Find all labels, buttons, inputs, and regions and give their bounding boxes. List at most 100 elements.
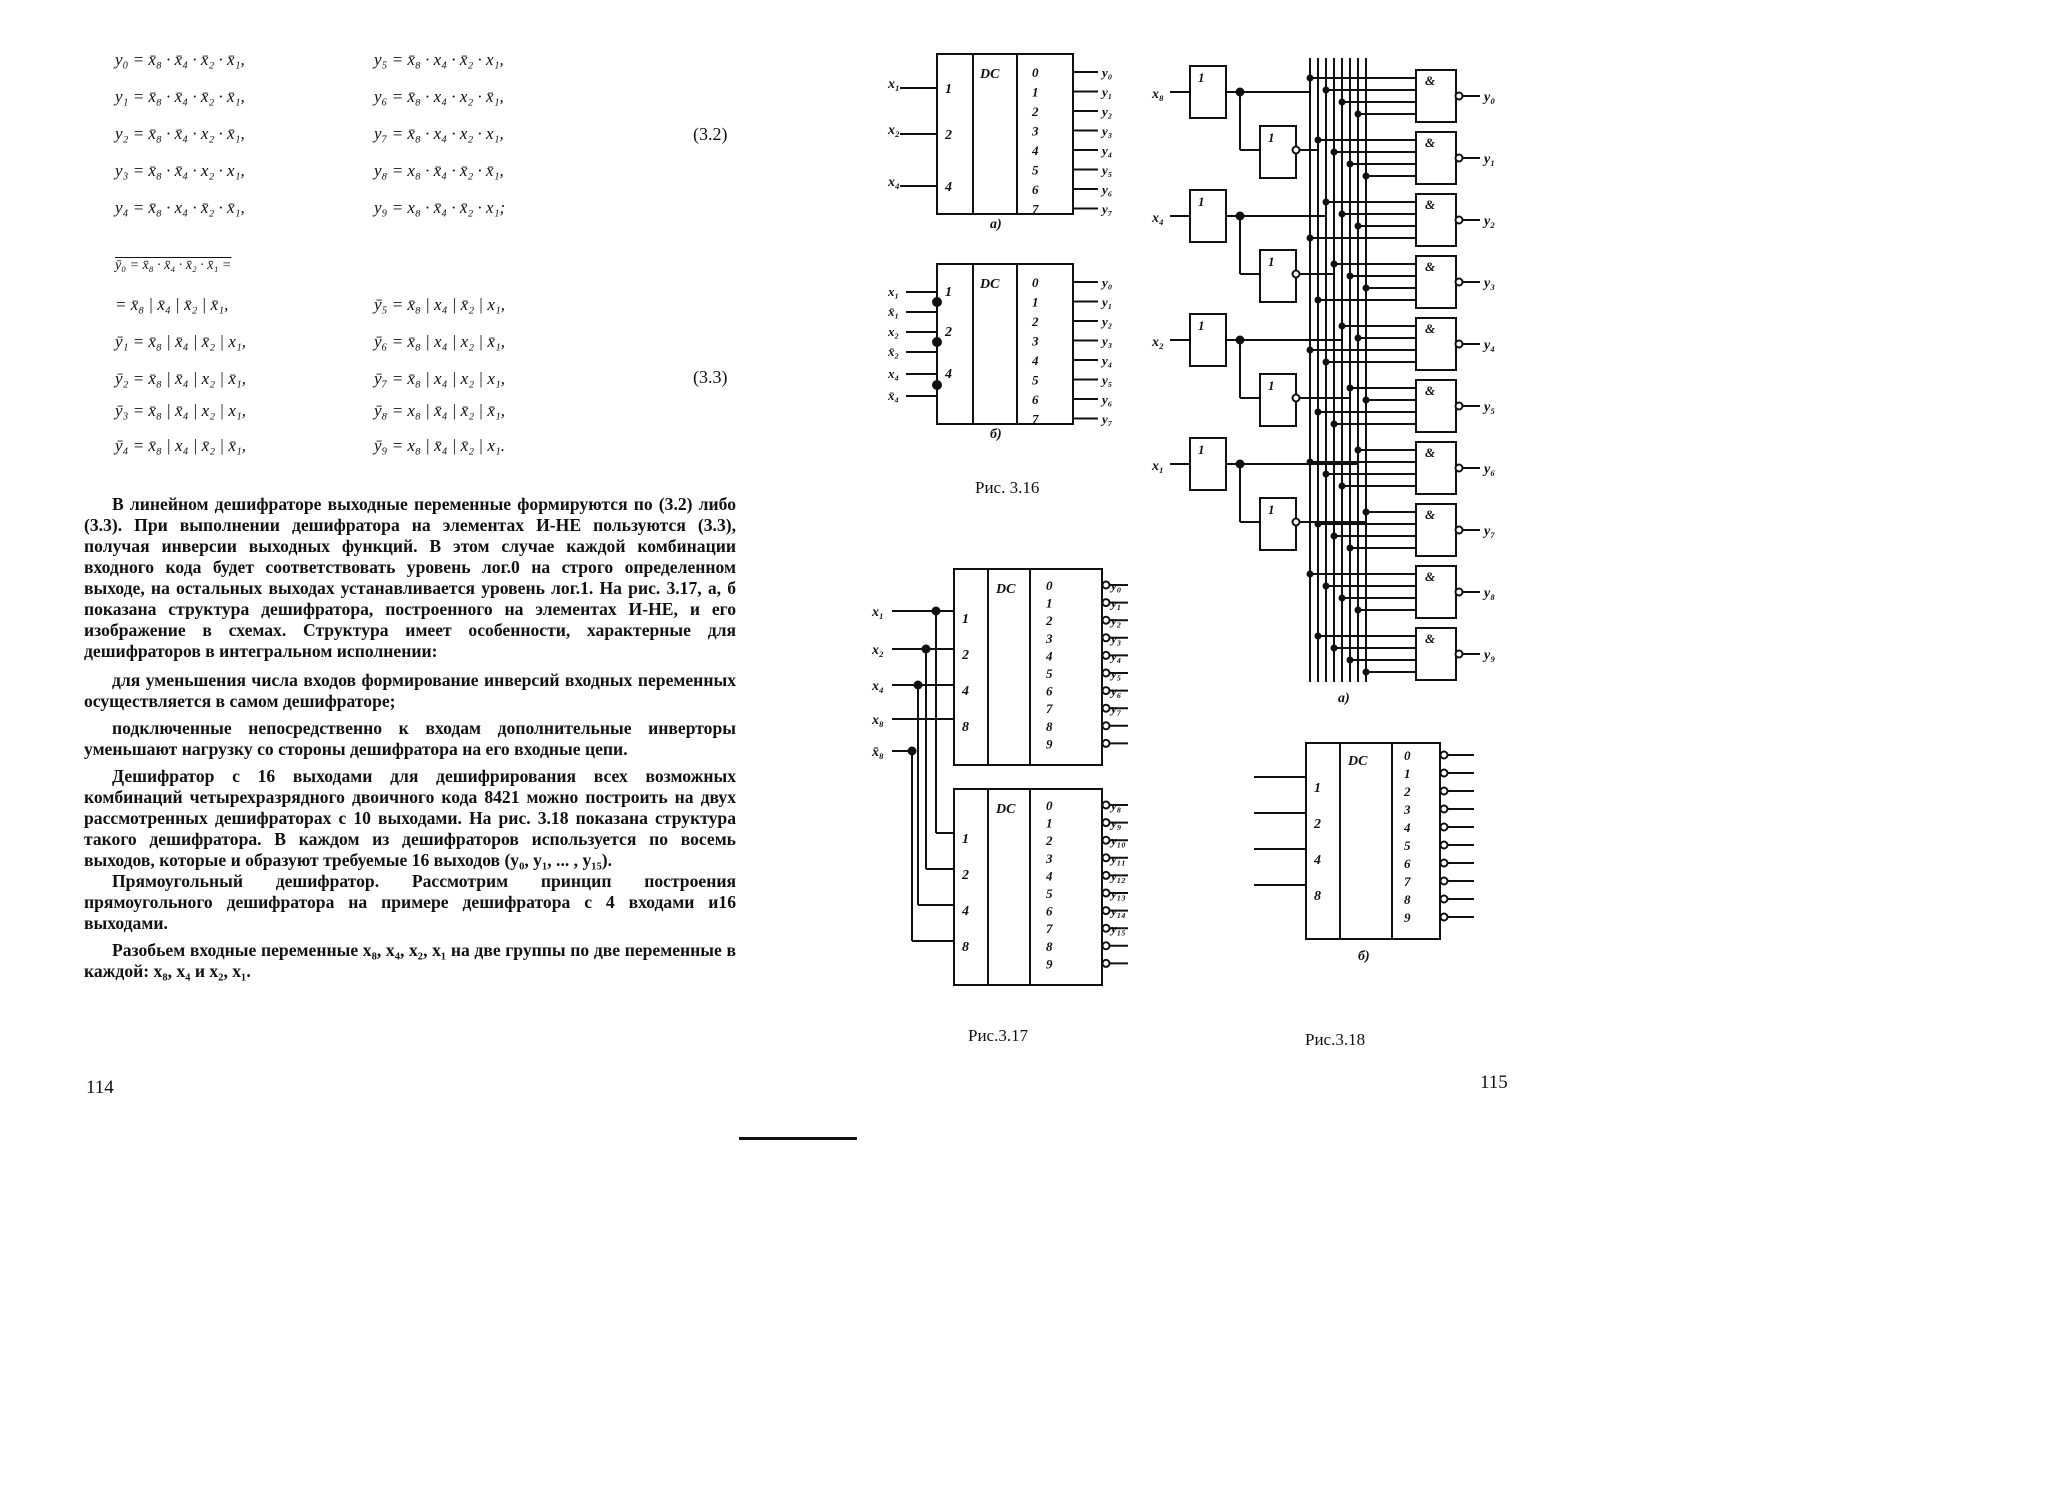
output-label: y₁ (1100, 85, 1112, 100)
dc-label: DC (979, 277, 1000, 292)
junction-dot (1322, 582, 1330, 590)
output-label: y₀ (1100, 275, 1112, 290)
and-gate (1415, 317, 1457, 371)
output-label: y₉ (1482, 648, 1495, 663)
output-label: y₁₀ (1109, 833, 1126, 848)
output-label: y₂ (1482, 214, 1495, 229)
output-index: 7 (1032, 412, 1039, 427)
inversion-bubble (1439, 894, 1449, 904)
output-index: 3 (1031, 334, 1039, 349)
output-label: y₄ (1100, 143, 1112, 158)
output-index: 3 (1031, 124, 1039, 139)
output-label: y₁₅ (1109, 921, 1126, 936)
inversion-bubble (1101, 668, 1111, 678)
and-gate (1415, 503, 1457, 557)
output-index: 1 (1404, 766, 1411, 781)
output-label: y₇ (1100, 202, 1113, 217)
gate-symbol: & (1425, 135, 1435, 150)
inversion-bubble (1291, 393, 1301, 403)
input-label: x₄ (887, 175, 900, 190)
junction-dot (1322, 86, 1330, 94)
junction-dot (1362, 284, 1370, 292)
inversion-bubble (1101, 835, 1111, 845)
gate-symbol: 1 (1268, 378, 1275, 393)
junction-dot (1330, 532, 1338, 540)
input-label: x₂ (887, 324, 899, 339)
paragraph: В линейном дешифраторе выходные переменн… (84, 494, 736, 661)
gate-symbol: & (1425, 383, 1435, 398)
bottom-rule (739, 1137, 857, 1140)
output-label: y₆ (1109, 684, 1122, 699)
inversion-bubble (1291, 145, 1301, 155)
term: Прямоугольный дешифратор. (112, 871, 380, 891)
input-label: x₈ (1151, 87, 1164, 102)
output-index: 3 (1045, 631, 1053, 646)
not-gate (1259, 497, 1297, 551)
inversion-bubble (1101, 853, 1111, 863)
and-gate (1415, 441, 1457, 495)
output-index: 7 (1046, 921, 1053, 936)
figure-caption: Рис.3.18 (1305, 1030, 1366, 1049)
paragraph-text: Рассмотрим принцип построения прямоуголь… (84, 871, 736, 933)
junction-dot (1346, 384, 1354, 392)
inversion-bubble (1454, 587, 1464, 597)
output-label: y₄ (1100, 353, 1112, 368)
junction-dot (1314, 136, 1322, 144)
output-index: 6 (1046, 904, 1053, 919)
figure-3-17-a: а) x₈11x₄11x₂11x₁11&y₀&y₁&y₂&y₃&y₄&y₅&y₆… (1151, 58, 1495, 706)
inversion-bubble (1454, 339, 1464, 349)
output-index: 0 (1046, 798, 1053, 813)
gate-symbol: & (1425, 197, 1435, 212)
input-label: x̄₈ (871, 745, 884, 760)
inversion-bubble (1439, 912, 1449, 922)
input-label: x₄ (887, 366, 899, 381)
and-gate (1415, 193, 1457, 247)
output-label: y₄ (1482, 338, 1495, 353)
junction-dot (1346, 160, 1354, 168)
weight-label: 1 (962, 612, 969, 627)
inversion-bubble (1291, 517, 1301, 527)
junction-dot (1338, 210, 1346, 218)
and-gate (1415, 565, 1457, 619)
output-index: 8 (1046, 719, 1053, 734)
gate-symbol: & (1425, 73, 1435, 88)
decoder-block (953, 568, 1103, 766)
junction-dot (1322, 198, 1330, 206)
paragraph: Разобьем входные переменные x₈, x₄, x₂, … (84, 940, 736, 981)
inversion-bubble (1101, 580, 1111, 590)
output-index: 6 (1404, 856, 1411, 871)
gate-symbol: 1 (1198, 194, 1205, 209)
gate-symbol: 1 (1198, 318, 1205, 333)
junction-dot (1306, 458, 1314, 466)
not-gate (1259, 373, 1297, 427)
inversion-bubble (1291, 269, 1301, 279)
inversion-bubble (1101, 703, 1111, 713)
weight-label: 4 (961, 684, 969, 699)
input-label: x₈ (871, 713, 884, 728)
output-index: 8 (1404, 892, 1411, 907)
output-index: 9 (1404, 910, 1411, 925)
formula: y₃ = x̄₈ · x̄₄ · x₂ · x₁, (115, 161, 245, 180)
output-index: 2 (1045, 833, 1053, 848)
output-index: 9 (1046, 736, 1053, 751)
paragraph: Дешифратор с 16 выходами для дешифрирова… (84, 766, 736, 870)
output-index: 4 (1045, 648, 1053, 663)
figure-caption: Рис. 3.16 (975, 478, 1040, 497)
and-gate (1415, 627, 1457, 681)
junction-dot (1346, 544, 1354, 552)
junction-dot (1338, 98, 1346, 106)
output-index: 0 (1032, 275, 1039, 290)
subfigure-label: а) (1338, 691, 1350, 706)
formula: y₈ = x₈ · x̄₄ · x̄₂ · x̄₁, (374, 161, 504, 180)
output-index: 8 (1046, 939, 1053, 954)
inversion-bubble (1101, 738, 1111, 748)
not-gate (1189, 313, 1227, 367)
output-label: y₇ (1482, 524, 1495, 539)
and-gate (1415, 69, 1457, 123)
inversion-bubble (1439, 786, 1449, 796)
output-label: y₂ (1100, 104, 1112, 119)
junction-dot (1314, 632, 1322, 640)
gate-symbol: & (1425, 631, 1435, 646)
inversion-bubble (1454, 649, 1464, 659)
